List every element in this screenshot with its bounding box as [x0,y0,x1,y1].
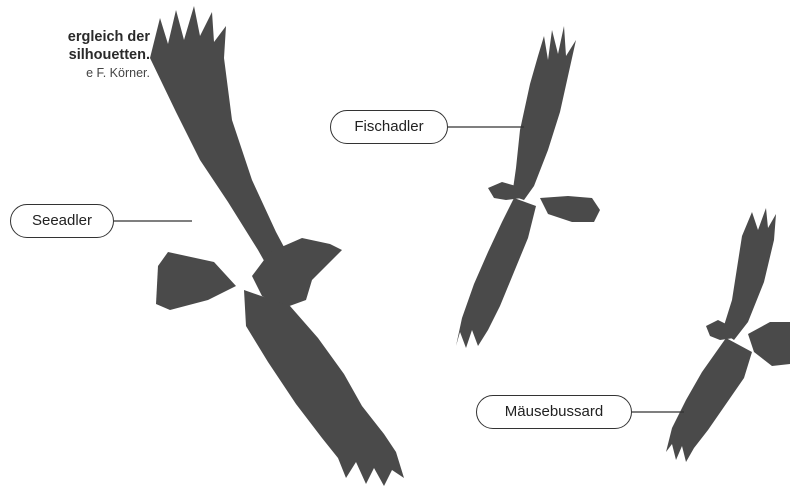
label-fischadler: Fischadler [330,110,448,144]
seeadler-silhouette [150,6,404,486]
label-seeadler: Seeadler [10,204,114,238]
fischadler-silhouette [456,26,600,348]
maeusebussard-wing-lower [666,338,752,462]
fischadler-wing-upper [512,26,576,200]
seeadler-wing-lower [244,290,404,486]
label-maeusebussard: Mäusebussard [476,395,632,429]
fischadler-wing-lower [456,198,536,348]
caption-line-1: ergleich der [0,28,150,46]
seeadler-wing-upper [150,6,296,282]
figure-caption: ergleich der silhouetten. e F. Körner. [0,28,150,82]
fischadler-tail [540,196,600,222]
maeusebussard-wing-upper [722,208,776,340]
seeadler-tail [156,252,236,310]
caption-line-2: silhouetten. [0,46,150,64]
caption-credit: e F. Körner. [0,64,150,82]
maeusebussard-tail [748,322,790,366]
maeusebussard-silhouette [666,208,790,462]
